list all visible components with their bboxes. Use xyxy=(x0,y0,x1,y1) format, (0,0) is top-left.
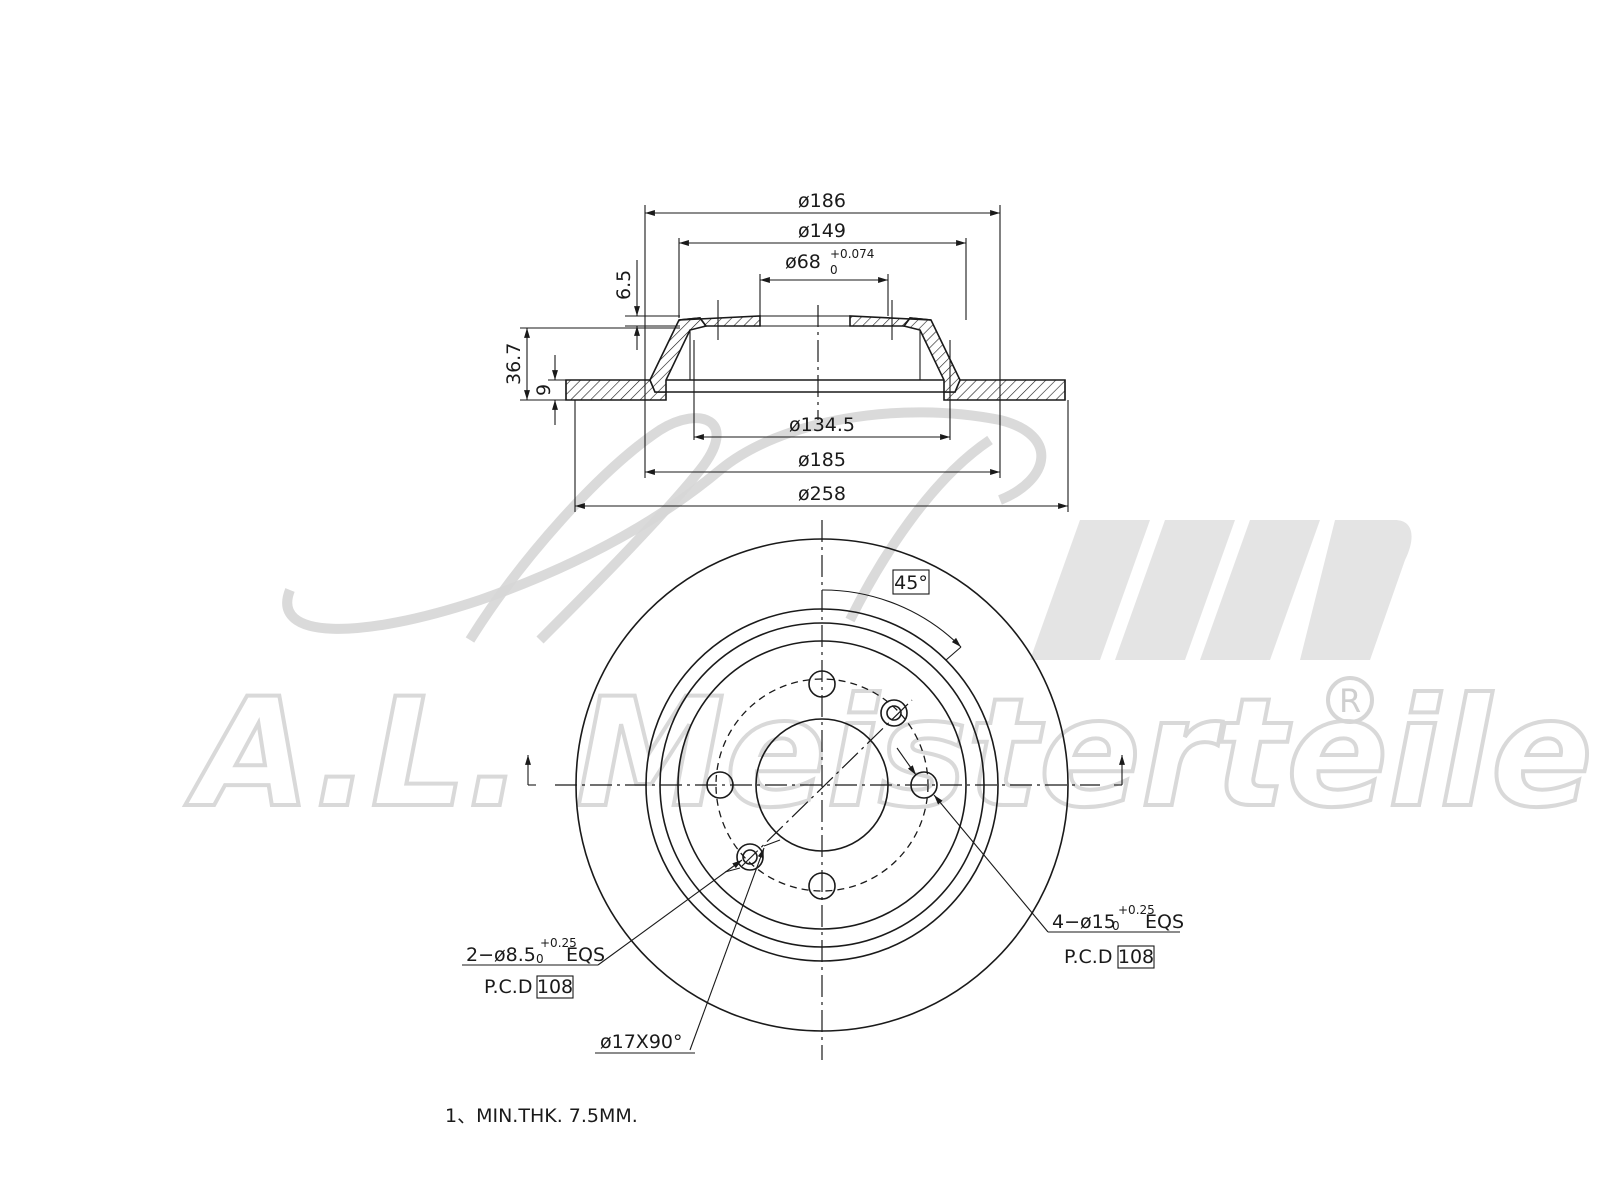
note-min-thickness: 1、MIN.THK. 7.5MM. xyxy=(445,1105,638,1127)
small-holes-suffix: EQS xyxy=(566,944,605,966)
large-holes-spec: 4−ø15 xyxy=(1052,911,1116,933)
bolt-hole-right xyxy=(910,771,938,799)
watermark: A.L. Meisterteile R xyxy=(183,407,1595,843)
watermark-brand: A.L. Meisterteile xyxy=(185,667,1593,841)
side-section-view xyxy=(565,300,1066,420)
small-holes-pcd-box xyxy=(536,975,574,999)
bolt-hole-left xyxy=(706,771,734,799)
registered-mark: R xyxy=(1339,682,1361,720)
dim-d149: ø149 xyxy=(798,220,846,242)
angle-box xyxy=(892,569,930,595)
dim-d258: ø258 xyxy=(798,483,846,505)
large-holes-suffix: EQS xyxy=(1145,911,1184,933)
small-holes-tol-lower: 0 xyxy=(536,952,544,966)
large-holes-tol-upper: +0.25 xyxy=(1118,903,1155,917)
large-holes-pcd-value: 108 xyxy=(1118,946,1154,968)
small-hole-lower-chamfer xyxy=(736,843,764,871)
dim-d186: ø186 xyxy=(798,190,846,212)
small-holes-tol-upper: +0.25 xyxy=(540,936,577,950)
large-holes-pcd-box xyxy=(1117,945,1155,969)
small-hole-upper-chamfer xyxy=(880,699,908,727)
dim-h9: 9 xyxy=(533,384,555,396)
chamfer-label: ø17X90° xyxy=(600,1031,683,1053)
hat-wall-right xyxy=(902,317,961,393)
small-hole-lower xyxy=(742,849,758,865)
small-holes-spec: 2−ø8.5 xyxy=(466,944,536,966)
dim-h36-7: 36.7 xyxy=(503,343,525,385)
dim-h6-5: 6.5 xyxy=(613,270,635,300)
dim-d68: ø68 xyxy=(785,251,821,273)
front-view: 45° xyxy=(462,520,1180,1060)
dim-d68-tol-upper: +0.074 xyxy=(830,247,874,261)
small-hole-upper xyxy=(886,705,902,721)
dim-d185: ø185 xyxy=(798,449,846,471)
watermark-stripes xyxy=(1030,520,1412,660)
large-holes-pcd-label: P.C.D xyxy=(1064,946,1112,968)
small-holes-pcd-label: P.C.D xyxy=(484,976,532,998)
friction-ring-right xyxy=(943,379,1066,401)
pcd-circle xyxy=(715,678,929,892)
angle-label: 45° xyxy=(894,572,928,594)
side-dimensions: ø186 ø149 ø68 +0.074 0 6.5 36.7 9 ø134.5… xyxy=(503,190,1069,512)
hat-top-left xyxy=(678,315,761,327)
small-holes-pcd-value: 108 xyxy=(537,976,573,998)
dim-d134-5: ø134.5 xyxy=(789,414,855,436)
bolt-hole-bottom xyxy=(808,872,836,900)
bolt-hole-top xyxy=(808,670,836,698)
hat-wall-left xyxy=(649,317,708,393)
front-labels: 4−ø15 +0.25 0 EQS P.C.D 108 2−ø8.5 +0.25… xyxy=(445,903,1184,1127)
large-holes-tol-lower: 0 xyxy=(1112,919,1120,933)
dim-d68-tol-lower: 0 xyxy=(830,263,838,277)
hat-top-right xyxy=(849,315,932,327)
